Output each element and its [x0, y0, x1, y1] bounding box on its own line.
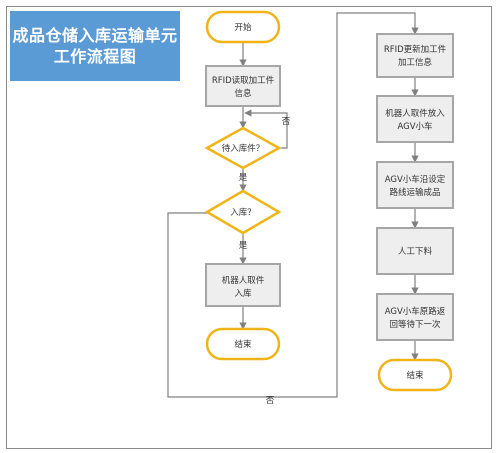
node-read-rfid: RFID读取加工件 信息 [205, 65, 281, 107]
edge-label-yes-pending: 是 [239, 173, 248, 183]
node-robot-store-line-1: 机器人取件 [222, 275, 265, 286]
node-decision-store: 入库？ [204, 189, 282, 235]
edge-label-no-pending: 否 [282, 117, 291, 127]
node-read-rfid-line-2: 信息 [234, 88, 252, 99]
node-agv-return: AGV小车原路返 回等待下一次 [376, 293, 454, 341]
node-end-right: 结束 [377, 358, 453, 392]
node-robot-to-agv: 机器人取件放入 AGV小车 [376, 95, 454, 143]
diagram-frame [6, 6, 492, 449]
edge-label-no-store: 否 [266, 396, 275, 406]
node-rfid-update: RFID更新加工件 加工信息 [376, 33, 454, 78]
node-agv-return-line-2: 回等待下一次 [389, 319, 441, 330]
node-robot-to-agv-line-1: 机器人取件放入 [385, 108, 445, 119]
node-agv-transport-line-1: AGV小车沿设定 [385, 174, 446, 185]
node-manual-unload: 人工下料 [376, 227, 454, 275]
title-line-2: 工作流程图 [53, 47, 137, 66]
diagram-title: 成品仓储入库运输单元 工作流程图 [10, 11, 180, 81]
node-manual-unload-label: 人工下料 [398, 246, 433, 257]
node-end-left-label: 结束 [234, 339, 252, 350]
node-rfid-update-line-2: 加工信息 [398, 57, 433, 68]
node-agv-return-line-1: AGV小车原路返 [385, 306, 446, 317]
node-robot-to-agv-line-2: AGV小车 [397, 121, 432, 132]
edge-pending-no-loop [244, 109, 288, 149]
node-agv-transport-line-2: 路线运输成品 [389, 187, 440, 198]
node-end-right-label: 结束 [406, 370, 424, 381]
node-decision-store-label: 入库？ [230, 207, 256, 218]
node-agv-transport: AGV小车沿设定 路线运输成品 [376, 161, 454, 209]
node-rfid-update-line-1: RFID更新加工件 [384, 44, 447, 55]
edge-store-no [167, 12, 419, 398]
node-robot-store-line-2: 入库 [234, 288, 252, 299]
connectors [167, 12, 419, 398]
node-decision-pending: 待入库件？ [204, 126, 282, 170]
node-end-left: 结束 [205, 327, 281, 361]
node-start: 开始 [205, 10, 281, 44]
node-robot-store: 机器人取件 入库 [205, 263, 281, 307]
node-start-label: 开始 [234, 22, 252, 33]
title-line-1: 成品仓储入库运输单元 [12, 26, 178, 45]
node-decision-pending-label: 待入库件？ [222, 143, 265, 154]
edge-label-yes-store: 是 [239, 241, 248, 251]
node-read-rfid-line-1: RFID读取加工件 [212, 75, 275, 86]
